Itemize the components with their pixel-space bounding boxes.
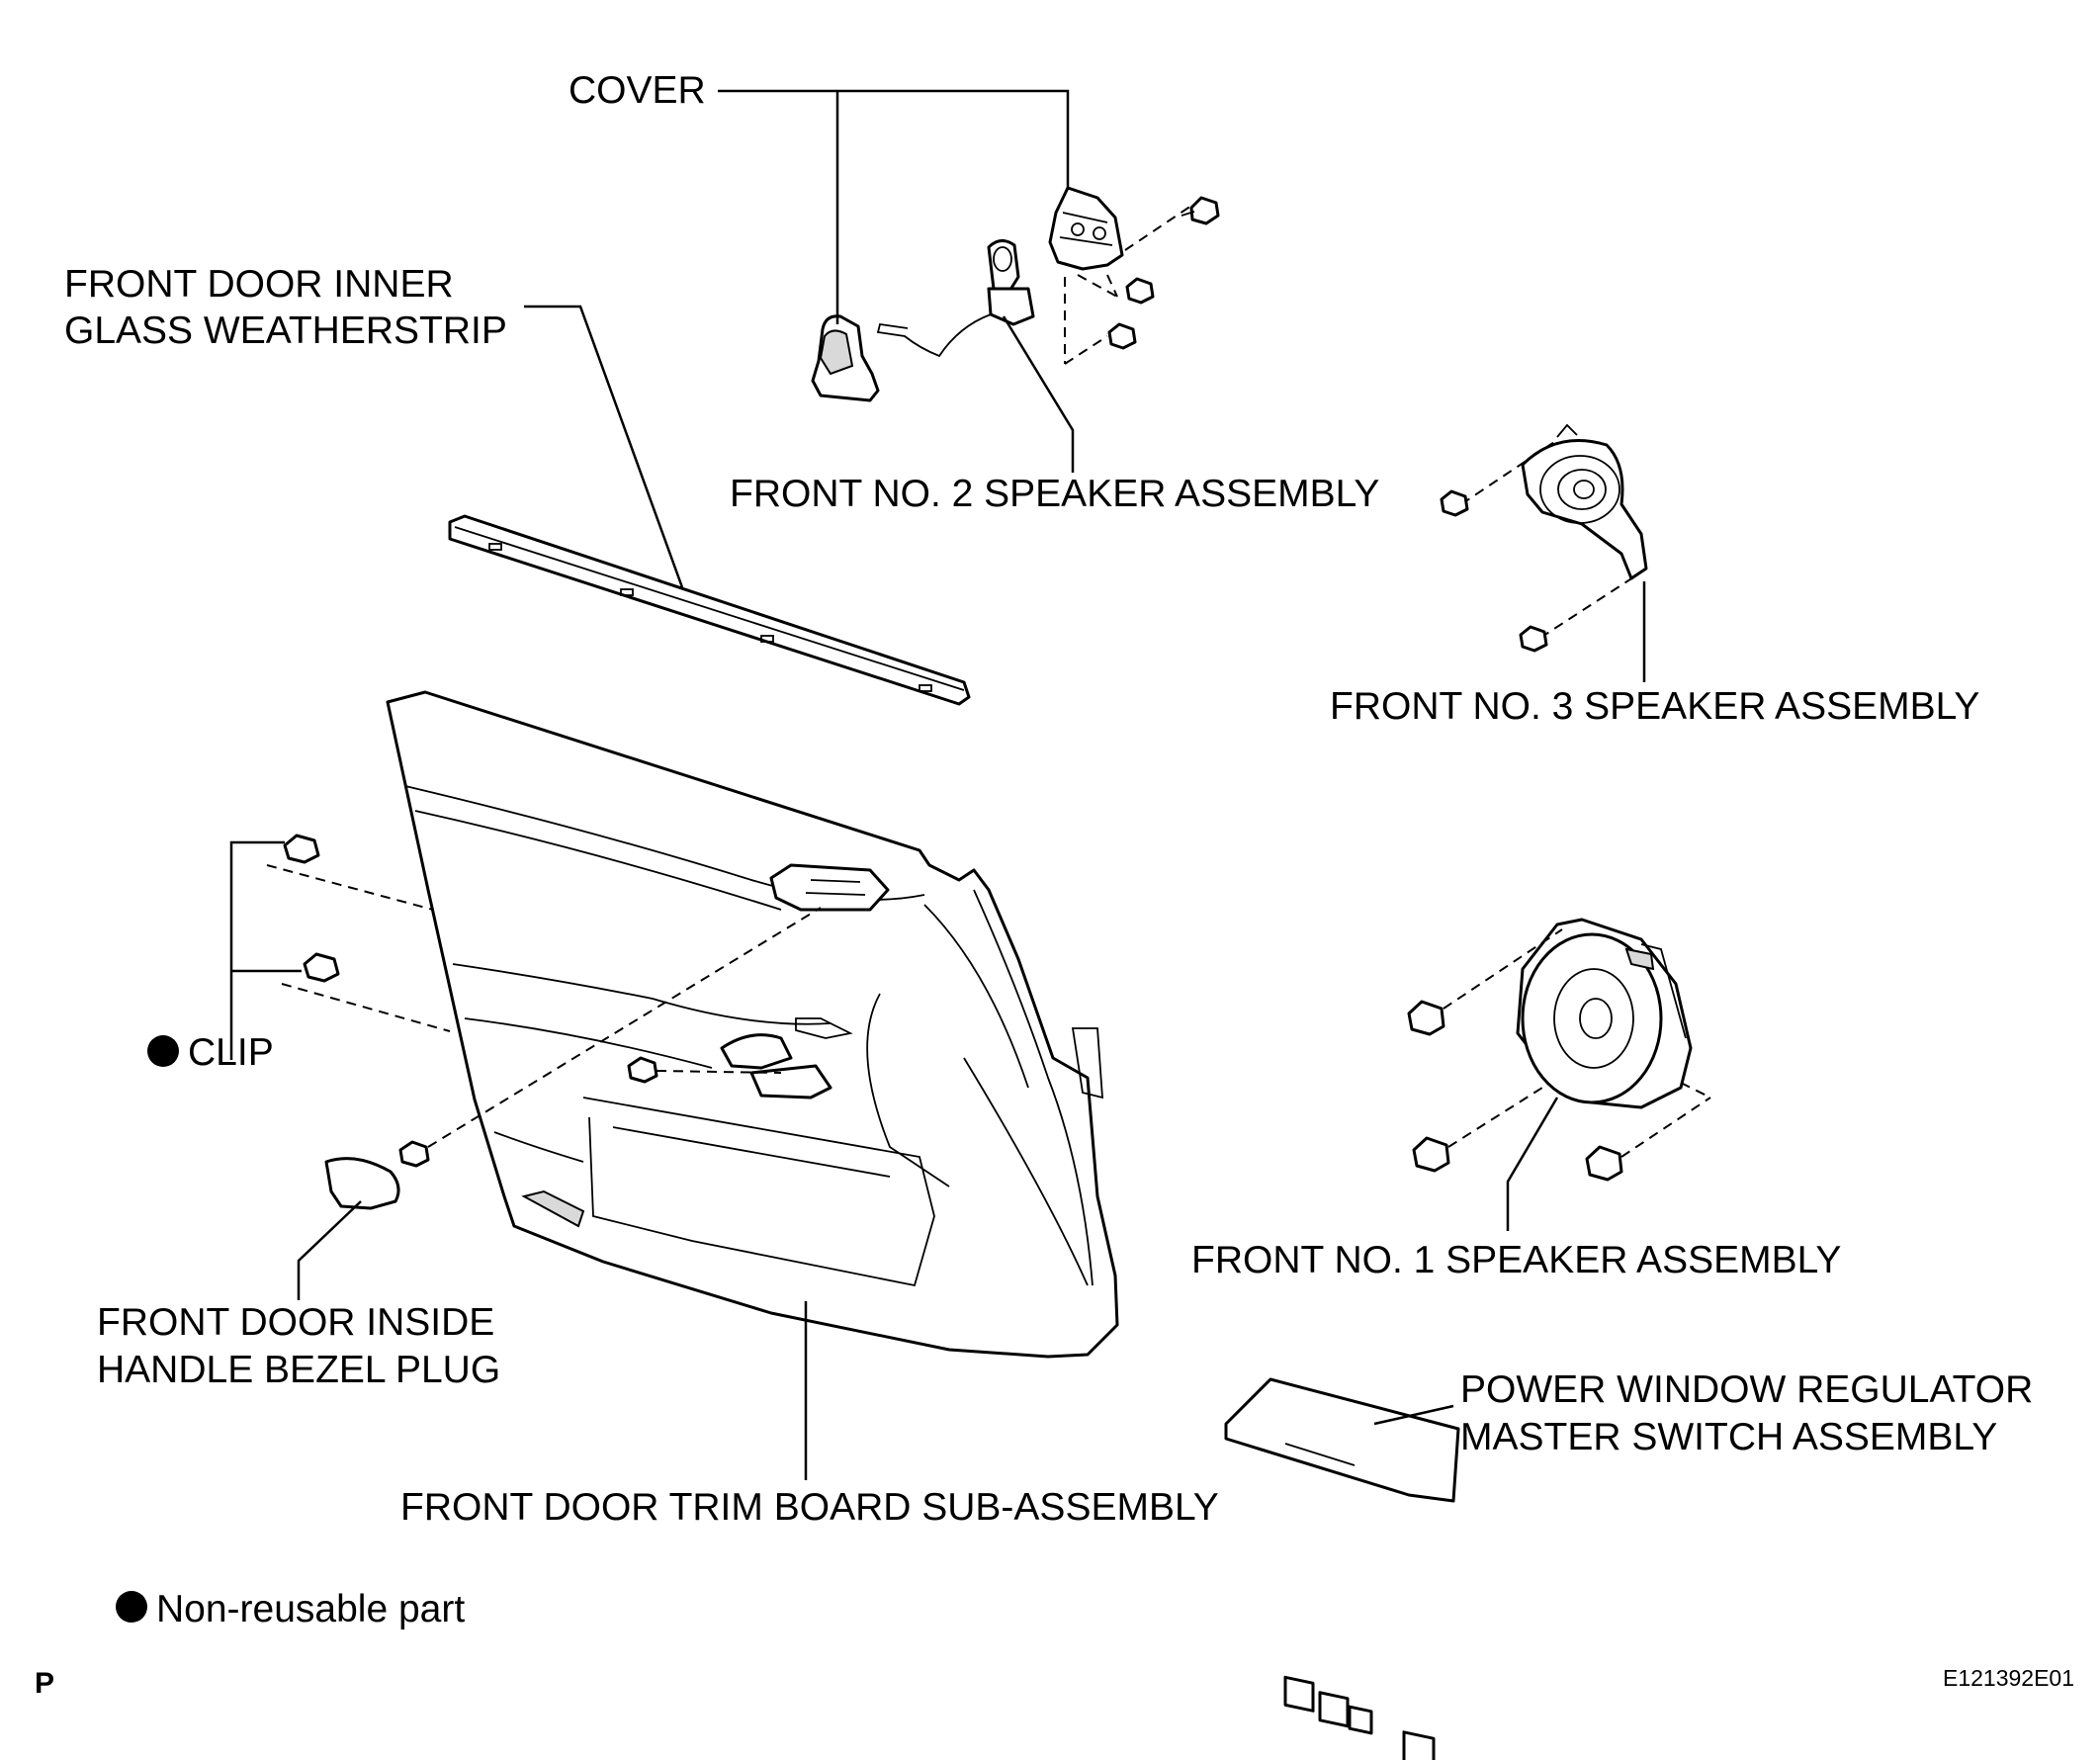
front-no1-speaker bbox=[1516, 918, 1693, 1109]
bolt-icon bbox=[1407, 928, 1563, 1036]
page-mark: P bbox=[35, 1667, 54, 1700]
switch-label-line1: POWER WINDOW REGULATOR bbox=[1460, 1368, 2033, 1411]
weatherstrip-label-line2: GLASS WEATHERSTRIP bbox=[64, 309, 507, 352]
non-reusable-mark-icon bbox=[147, 1035, 179, 1067]
bezel-plug-label-line1: FRONT DOOR INSIDE bbox=[97, 1301, 494, 1344]
bolt-icon bbox=[1412, 1087, 1543, 1173]
trim-board-label: FRONT DOOR TRIM BOARD SUB-ASSEMBLY bbox=[400, 1486, 1219, 1529]
bolt-icon bbox=[1064, 277, 1137, 365]
bolt-icon bbox=[1077, 274, 1155, 305]
cover-label: COVER bbox=[569, 69, 706, 112]
clip-icon bbox=[266, 834, 434, 911]
power-window-regulator-master-switch bbox=[1224, 1377, 1460, 1760]
clip-icon bbox=[281, 952, 451, 1032]
legend-non-reusable-label: Non-reusable part bbox=[156, 1588, 465, 1630]
bolt-icon bbox=[1585, 1082, 1711, 1182]
bezel-plug-label-line2: HANDLE BEZEL PLUG bbox=[97, 1349, 500, 1391]
switch-label-line2: MASTER SWITCH ASSEMBLY bbox=[1460, 1416, 1997, 1458]
front-door-inside-handle-bezel-plug bbox=[324, 1157, 400, 1210]
bolt-icon bbox=[1440, 439, 1558, 517]
bolt-icon bbox=[1519, 574, 1637, 653]
figure-code: E121392E01 bbox=[1943, 1665, 2074, 1691]
front-door-inner-glass-weatherstrip bbox=[448, 514, 971, 706]
speaker2-label: FRONT NO. 2 SPEAKER ASSEMBLY bbox=[730, 473, 1379, 515]
front-no3-speaker bbox=[1521, 423, 1648, 580]
screw-icon bbox=[627, 1056, 782, 1084]
clip-leader bbox=[229, 840, 285, 1060]
clip-label: CLIP bbox=[188, 1031, 274, 1074]
speaker1-leader bbox=[1506, 1097, 1559, 1231]
switch-leader bbox=[1373, 1404, 1454, 1426]
cover-leader bbox=[718, 89, 1070, 190]
speaker2-leader bbox=[1002, 315, 1075, 473]
weatherstrip-label-line1: FRONT DOOR INNER bbox=[64, 263, 454, 306]
bezel-plug-leader bbox=[297, 1200, 362, 1300]
legend-non-reusable-icon bbox=[116, 1591, 147, 1623]
front-door-trim-board bbox=[386, 690, 1119, 1359]
front-no2-speaker bbox=[876, 239, 1035, 358]
bolt-icon bbox=[1124, 196, 1220, 251]
weatherstrip-leader bbox=[524, 305, 684, 588]
speaker1-label: FRONT NO. 1 SPEAKER ASSEMBLY bbox=[1191, 1239, 1841, 1281]
speaker3-label: FRONT NO. 3 SPEAKER ASSEMBLY bbox=[1330, 685, 1979, 728]
screw-icon bbox=[398, 907, 822, 1168]
cover-parts bbox=[811, 186, 1124, 402]
